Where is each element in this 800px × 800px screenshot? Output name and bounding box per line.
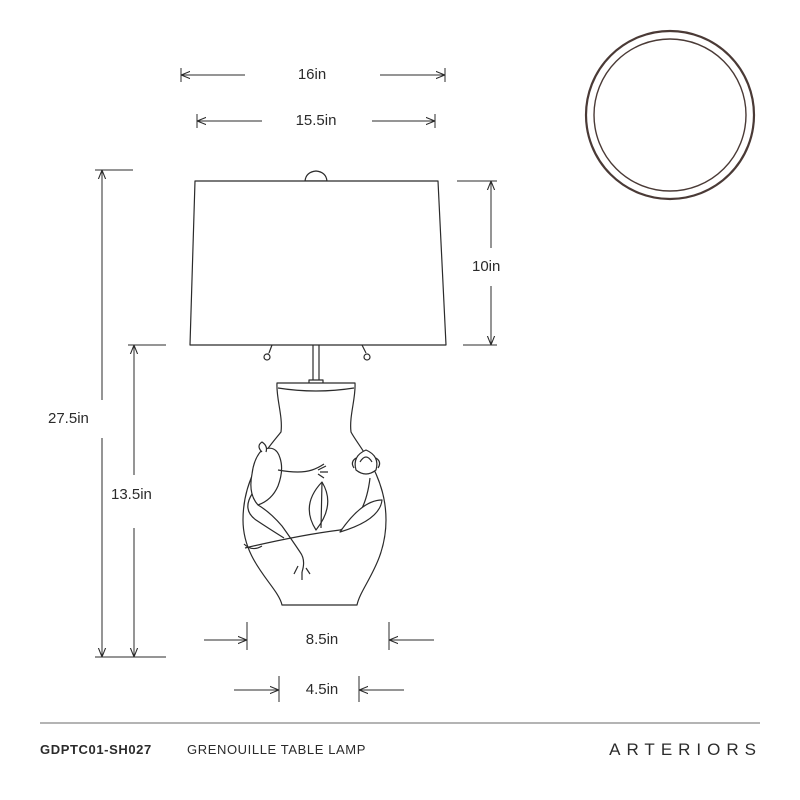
dim-base-height (128, 344, 166, 656)
lamp-stem (308, 345, 324, 385)
dim-shade-height (457, 180, 497, 346)
vase-neck-line (277, 387, 355, 392)
label-base-width: 8.5in (306, 631, 339, 648)
lamp-shade (189, 180, 447, 346)
label-base-height: 13.5in (111, 486, 152, 503)
lily-leaves (244, 477, 383, 549)
label-foot-width: 4.5in (306, 681, 339, 698)
product-name: GRENOUILLE TABLE LAMP (187, 742, 367, 757)
finial (304, 170, 328, 182)
dim-shade-top-width (180, 68, 446, 82)
brand-logo: ARTERIORS (609, 740, 762, 759)
label-shade-height: 10in (472, 258, 500, 275)
dim-shade-bottom-width (196, 114, 436, 128)
dim-foot-width (234, 676, 404, 702)
shade-top-view (584, 29, 756, 201)
dim-base-width (204, 622, 434, 650)
frog-sculpture (243, 441, 328, 580)
label-shade-top-width: 16in (298, 66, 326, 83)
label-shade-bottom-width: 15.5in (296, 112, 337, 129)
product-code: GDPTC01-SH027 (40, 742, 152, 757)
pull-chain-left (263, 344, 273, 361)
pull-chain-right (361, 344, 371, 361)
dim-overall-height (95, 169, 166, 658)
lily-flower-bud (351, 449, 381, 475)
label-overall-height: 27.5in (48, 410, 89, 427)
